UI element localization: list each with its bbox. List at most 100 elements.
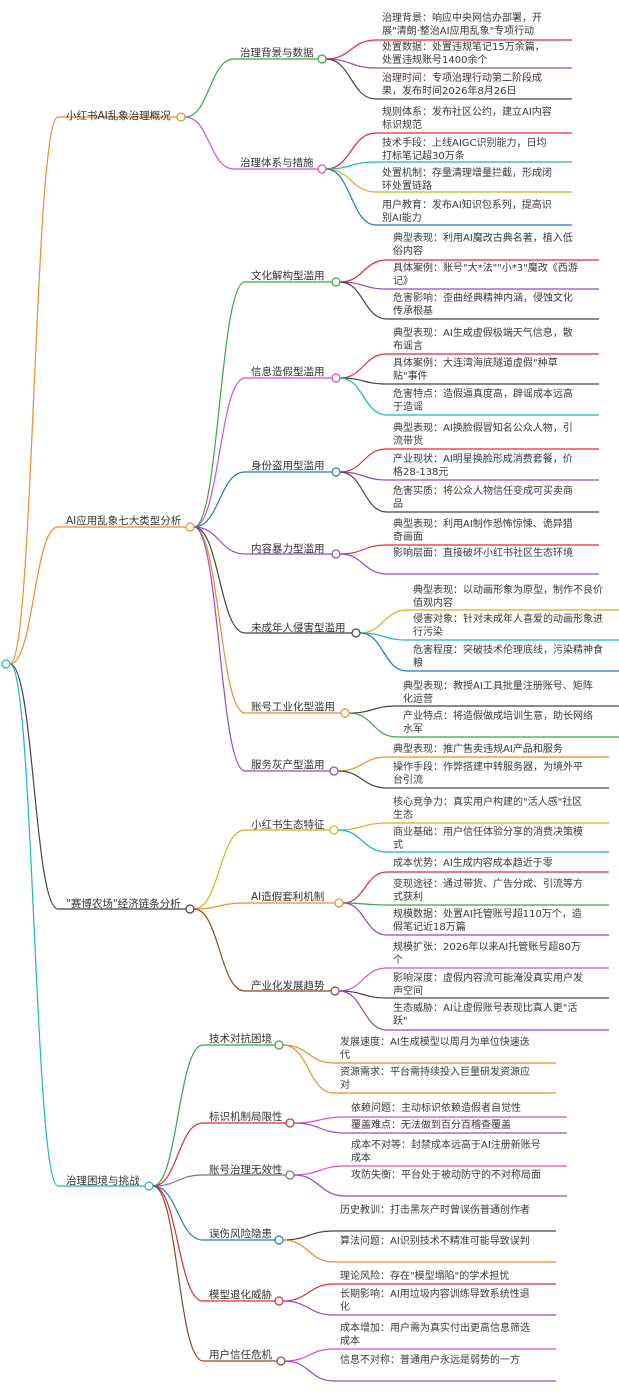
leaf-connector: [339, 448, 599, 473]
leaf-connector: [337, 770, 609, 789]
leaf-label: 侵害对象：针对未成年人喜爱的动画形象进行污染: [413, 614, 603, 638]
leaf-connector: [342, 871, 609, 904]
leaf-connector: [339, 353, 599, 379]
leaf-connector: [342, 902, 609, 906]
leaf-connector: [339, 377, 599, 385]
leaf-label: 影响深度：虚假内容流可能淹没真实用户发声空间: [393, 973, 583, 997]
leaf-connector: [282, 1283, 556, 1302]
topic-label: 模型退化威胁: [209, 1289, 272, 1301]
branch-toggle[interactable]: [185, 904, 195, 914]
leaf-connector: [284, 1360, 556, 1382]
topic-toggle[interactable]: [317, 164, 327, 174]
leaf-connector: [339, 259, 599, 283]
leaf-label: 依赖问题：主动标识依赖造假者自觉性: [351, 1103, 521, 1114]
root-toggle[interactable]: [1, 659, 11, 669]
topic-toggle[interactable]: [331, 549, 341, 559]
branch-toggle[interactable]: [176, 112, 186, 122]
leaf-label: 典型表现：教授AI工具批量注册账号、矩阵化运营: [403, 681, 593, 705]
topic-connector: [193, 281, 332, 528]
leaf-label: 成本优势：AI生成内容成本趋近于零: [393, 858, 553, 869]
leaf-connector: [348, 705, 619, 714]
branch-toggle[interactable]: [144, 1181, 154, 1191]
leaf-label: 算法问题：AI识别技术不精准可能导致误判: [340, 1236, 530, 1247]
leaf-label: 具体案例：大连湾海底隧道虚假"种草贴"事件: [393, 358, 558, 382]
leaf-label: 典型表现：利用AI魔改古典名著，植入低俗内容: [393, 233, 573, 257]
leaf-connector: [338, 990, 609, 1031]
leaf-connector: [284, 1348, 556, 1362]
leaf-connector: [293, 1165, 567, 1176]
leaf-label: 处置机制：存量清理增量拦截，形成闭环处置链路: [382, 168, 552, 192]
topic-connector: [152, 1174, 286, 1187]
branch-connector: [9, 663, 186, 910]
leaf-connector: [338, 990, 609, 999]
topic-toggle[interactable]: [331, 467, 341, 477]
topic-label: 技术对抗困境: [209, 1033, 272, 1045]
topic-label: 治理体系与措施: [240, 157, 314, 169]
topic-toggle[interactable]: [274, 1040, 284, 1050]
branch-label: 治理困境与挑战: [66, 1175, 140, 1187]
leaf-label: 生态威胁：AI让虚假账号表现比真人更"活跃": [393, 1003, 578, 1027]
leaf-connector: [339, 471, 599, 481]
leaf-connector: [325, 161, 572, 170]
leaf-connector: [325, 58, 572, 69]
leaf-label: 发展速度：AI生成模型以周月为单位快速迭代: [340, 1037, 530, 1061]
topic-toggle[interactable]: [329, 825, 339, 835]
topic-label: 用户信任危机: [209, 1349, 272, 1361]
leaf-label: 治理时间：专项治理行动第二阶段成果，发布时间2026年8月26日: [382, 73, 542, 97]
topic-label: 小红书生态特征: [251, 819, 325, 831]
topic-connector: [184, 116, 318, 170]
leaf-label: 典型表现：推广售卖违规AI产品和服务: [393, 744, 563, 755]
branch-label: AI应用乱象七大类型分析: [66, 515, 182, 527]
leaf-connector: [293, 1122, 567, 1134]
topic-toggle[interactable]: [334, 898, 344, 908]
topic-label: 内容暴力型滥用: [251, 543, 325, 555]
topic-label: 治理背景与数据: [240, 47, 314, 59]
topic-toggle[interactable]: [329, 766, 339, 776]
leaf-label: 信息不对称：普通用户永远是弱势的一方: [340, 1355, 520, 1366]
topic-toggle[interactable]: [317, 54, 327, 64]
leaf-connector: [359, 632, 619, 672]
topic-toggle[interactable]: [351, 628, 361, 638]
topic-label: 产业化发展趋势: [251, 980, 325, 992]
topic-toggle[interactable]: [340, 708, 350, 718]
leaf-label: 处置数据：处置违规笔记15万余篇，处置违规账号1400余个: [382, 42, 545, 66]
leaf-connector: [325, 168, 572, 226]
branch-toggle[interactable]: [185, 522, 195, 532]
topic-connector: [152, 1185, 275, 1241]
leaf-label: 商业基础：用户信任体验分享的消费决策模式: [393, 827, 583, 851]
branch-connector: [9, 663, 145, 1187]
leaf-label: 典型表现：利用AI制作恐怖惊悚、诡异猎奇画面: [393, 519, 573, 543]
leaf-label: 危害影响：歪曲经典精神内涵，侵蚀文化传承根基: [393, 293, 573, 317]
leaf-label: 核心竞争力：真实用户构建的"活人感"社区生态: [393, 797, 583, 821]
topic-toggle[interactable]: [330, 986, 340, 996]
leaf-connector: [325, 132, 572, 170]
topic-toggle[interactable]: [285, 1118, 295, 1128]
leaf-connector: [359, 632, 619, 641]
topic-toggle[interactable]: [331, 277, 341, 287]
topic-connector: [193, 526, 332, 555]
leaf-connector: [339, 377, 599, 416]
topic-label: 账号治理无效性: [209, 1164, 283, 1176]
topic-toggle[interactable]: [276, 1356, 286, 1366]
leaf-label: 危害程度：突破技术伦理底线，污染精神食粮: [413, 645, 603, 669]
topic-toggle[interactable]: [274, 1296, 284, 1306]
leaf-label: 覆盖难点：无法做到百分百稽查覆盖: [351, 1120, 511, 1131]
topic-toggle[interactable]: [331, 373, 341, 383]
leaf-label: 资源需求：平台需持续投入巨量研发资源应对: [340, 1067, 530, 1091]
leaf-label: 变现途径：通过带货、广告分成、引流等方式获利: [393, 879, 583, 903]
topic-connector: [193, 526, 341, 714]
leaf-connector: [325, 58, 572, 100]
topic-toggle[interactable]: [285, 1170, 295, 1180]
leaf-label: 规则体系：发布社区公约，建立AI内容标识规范: [382, 107, 552, 131]
leaf-label: 成本增加：用户需为真实付出更高信息筛选成本: [340, 1323, 530, 1347]
leaf-label: 长期影响：AI用垃圾内容训练导致系统性退化: [340, 1289, 530, 1313]
leaf-connector: [282, 1239, 556, 1263]
leaf-label: 技术手段：上线AIGC识别能力，日均打标笔记超30万条: [382, 138, 547, 162]
topic-toggle[interactable]: [274, 1235, 284, 1245]
leaf-connector: [325, 168, 572, 193]
leaf-connector: [282, 1044, 556, 1094]
topic-connector: [193, 908, 331, 992]
topic-label: 未成年人侵害型滥用: [251, 622, 346, 634]
topic-connector: [193, 902, 335, 910]
